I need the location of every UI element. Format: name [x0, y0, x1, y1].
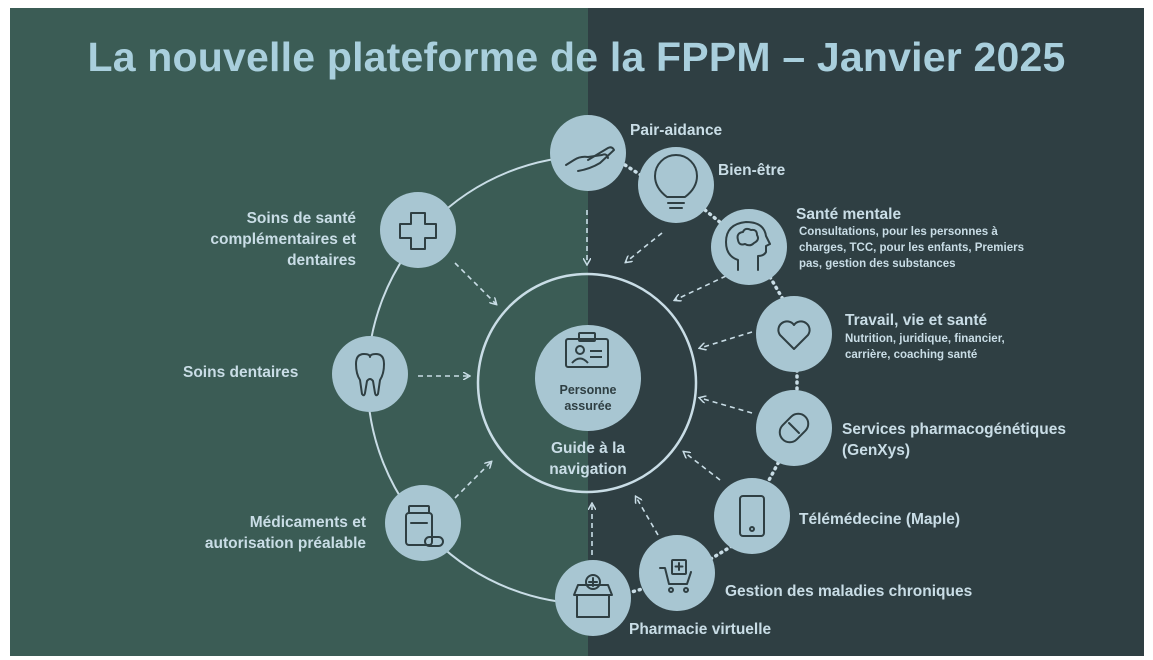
medical-cross-icon — [399, 212, 437, 250]
soins-sante-line3: dentaires — [287, 252, 356, 269]
travail-desc-line1: Nutrition, juridique, financier, — [845, 333, 1005, 345]
shopping-cart-icon — [659, 559, 692, 593]
center-circle — [476, 272, 698, 494]
pharmaco-line1: Services pharmacogénétiques — [842, 421, 1066, 438]
person-label: Personne assurée — [548, 382, 628, 414]
medication-bottle-icon — [405, 505, 444, 547]
service-circles — [332, 115, 832, 636]
bien-etre-label: Bien-être — [718, 162, 786, 179]
pharmacie-circle — [555, 560, 631, 636]
soins-sante-line2: complémentaires et — [210, 231, 356, 248]
pharmaco-line2: (GenXys) — [842, 442, 911, 459]
pill-icon — [778, 412, 810, 444]
pharmacy-store-icon — [573, 574, 613, 618]
heart-icon — [777, 320, 811, 350]
medicaments-line2: autorisation préalable — [204, 535, 366, 552]
sante-mentale-description: Consultations, pour les personnes à char… — [799, 224, 1024, 272]
person-label-line1: Personne — [559, 383, 617, 397]
soins-sante-circle — [380, 192, 456, 268]
tooth-icon — [355, 353, 385, 397]
guide-navigation-label: Guide à la navigation — [528, 438, 648, 480]
travail-description: Nutrition, juridique, financier, carrièr… — [845, 331, 1005, 363]
head-brain-icon — [725, 221, 771, 271]
sante-mentale-desc-line1: Consultations, pour les personnes à — [799, 226, 998, 238]
soins-dentaires-label: Soins dentaires — [183, 364, 299, 381]
guide-line1: Guide à la — [550, 440, 626, 457]
medicaments-line1: Médicaments et — [249, 514, 366, 531]
background-left — [10, 8, 588, 656]
travail-label: Travail, vie et santé — [845, 312, 988, 329]
pair-aidance-label: Pair-aidance — [630, 122, 723, 139]
medicaments-label: Médicaments et autorisation préalable — [150, 512, 366, 554]
hand-icon — [565, 146, 615, 172]
sante-mentale-desc-line2: charges, TCC, pour les enfants, Premiers — [799, 242, 1024, 254]
soins-sante-line1: Soins de santé — [246, 210, 356, 227]
bien-etre-circle — [638, 147, 714, 223]
soins-dentaires-circle — [332, 336, 408, 412]
person-circle — [535, 325, 641, 431]
lightbulb-icon — [654, 154, 698, 209]
travail-desc-line2: carrière, coaching santé — [845, 349, 978, 361]
page-title: La nouvelle plateforme de la FPPM – Janv… — [87, 34, 1066, 80]
sante-mentale-label: Santé mentale — [796, 206, 902, 223]
id-card-icon — [565, 332, 609, 368]
travail-circle — [756, 296, 832, 372]
telemedecine-label: Télémédecine (Maple) — [799, 511, 961, 528]
maladies-label: Gestion des maladies chroniques — [725, 583, 973, 600]
person-label-line2: assurée — [564, 399, 612, 413]
sante-mentale-circle — [711, 209, 787, 285]
guide-line2: navigation — [549, 461, 627, 478]
soins-sante-label: Soins de santé complémentaires et dentai… — [150, 208, 356, 271]
phone-icon — [739, 495, 765, 537]
pharmaco-label: Services pharmacogénétiques (GenXys) — [842, 419, 1066, 461]
pair-aidance-circle — [550, 115, 626, 191]
dashed-arrows — [418, 210, 753, 555]
pharmacie-label: Pharmacie virtuelle — [629, 621, 772, 638]
telemedecine-circle — [714, 478, 790, 554]
sante-mentale-desc-line3: pas, gestion des substances — [799, 258, 956, 270]
